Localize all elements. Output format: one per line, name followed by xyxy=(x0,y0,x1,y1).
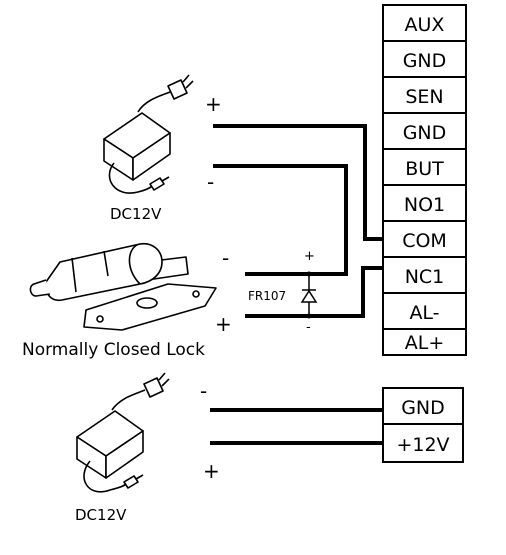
terminal-power-12v-label: +12V xyxy=(396,434,449,456)
terminal-al-minus: AL- xyxy=(382,292,467,330)
terminal-al-plus-label: AL+ xyxy=(405,332,445,354)
terminal-gnd-1: GND xyxy=(382,40,467,78)
terminal-no1: NO1 xyxy=(382,184,467,222)
terminal-power-12v: +12V xyxy=(382,423,464,463)
diode-plus-sign: + xyxy=(304,249,315,264)
lock-plus-sign: + xyxy=(215,312,232,336)
terminal-aux-label: AUX xyxy=(405,14,445,36)
terminal-sen-label: SEN xyxy=(405,86,443,108)
adapter-bottom-minus-sign: - xyxy=(200,379,207,403)
power-adapter-top-icon xyxy=(103,74,194,194)
lock-label: Normally Closed Lock xyxy=(22,340,205,360)
terminal-nc1: NC1 xyxy=(382,256,467,294)
adapter-top-label: DC12V xyxy=(110,205,162,223)
wire-top-adapter-plus-to-com xyxy=(213,124,383,241)
terminal-aux: AUX xyxy=(382,4,467,42)
lock-minus-sign: - xyxy=(222,246,229,270)
terminal-but: BUT xyxy=(382,148,467,186)
electric-lock-icon xyxy=(29,242,217,331)
diode-minus-sign: - xyxy=(306,320,311,335)
terminal-power-gnd: GND xyxy=(382,387,464,425)
terminal-power-gnd-label: GND xyxy=(401,397,445,419)
terminal-gnd-2: GND xyxy=(382,112,467,150)
terminal-gnd-2-label: GND xyxy=(403,122,447,144)
terminal-but-label: BUT xyxy=(405,158,444,180)
terminal-al-minus-label: AL- xyxy=(409,302,439,324)
terminal-no1-label: NO1 xyxy=(404,194,445,216)
adapter-top-minus-sign: - xyxy=(207,170,214,194)
diode-fr107 xyxy=(300,271,318,319)
terminal-sen: SEN xyxy=(382,76,467,114)
wires xyxy=(210,124,383,445)
terminal-gnd-1-label: GND xyxy=(403,50,447,72)
terminal-block-main: AUX GND SEN GND BUT NO1 COM NC1 xyxy=(382,4,467,356)
wire-nc1-to-lock-plus xyxy=(245,266,383,318)
terminal-com-label: COM xyxy=(402,230,447,252)
terminal-al-plus: AL+ xyxy=(382,328,467,356)
diode-label: FR107 xyxy=(248,289,286,303)
terminal-nc1-label: NC1 xyxy=(405,266,445,288)
adapter-bottom-plus-sign: + xyxy=(203,459,220,483)
wire-top-adapter-minus-to-lock-minus xyxy=(213,164,348,276)
adapter-bottom-label: DC12V xyxy=(75,506,127,524)
power-adapter-bottom-icon xyxy=(76,372,170,493)
terminal-com: COM xyxy=(382,220,467,258)
terminal-block-power: GND +12V xyxy=(382,387,464,463)
adapter-top-plus-sign: + xyxy=(205,92,222,116)
